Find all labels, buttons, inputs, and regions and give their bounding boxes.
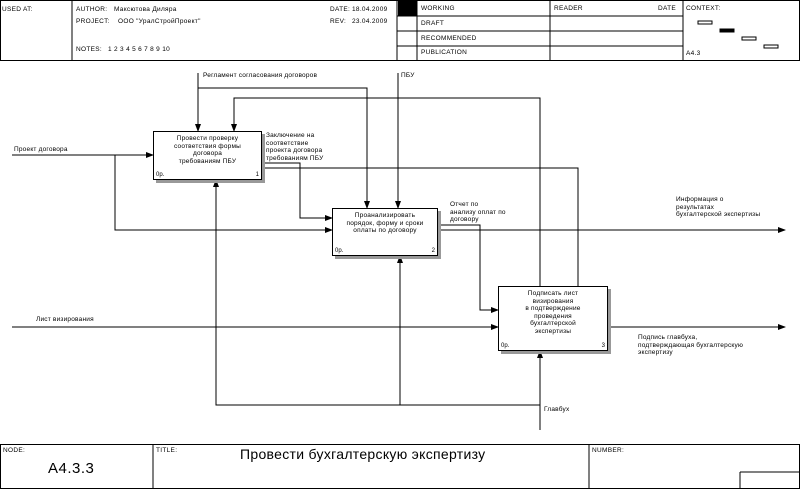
- activity-2-number: 2: [431, 248, 435, 254]
- label-control-2: ПБУ: [401, 72, 415, 79]
- rev-label: REV:: [330, 18, 347, 25]
- label-mechanism: Главбух: [544, 406, 570, 413]
- status-publication: PUBLICATION: [421, 49, 468, 56]
- diagram-title: Провести бухгалтерскую экспертизу: [240, 446, 486, 462]
- reader-label: READER: [554, 5, 583, 12]
- node-value: A4.3.3: [48, 460, 95, 477]
- rev-value: 23.04.2009: [352, 18, 388, 25]
- activity-box-2[interactable]: Проанализировать порядок, форму и сроки …: [332, 208, 438, 256]
- activity-1-number: 1: [255, 172, 259, 178]
- label-output-3: Информация о результатах бухгалтерской э…: [676, 196, 761, 218]
- context-label: CONTEXT:: [686, 5, 721, 12]
- label-control-1: Регламент согласования договоров: [203, 72, 318, 79]
- context-node: A4.3: [686, 50, 701, 57]
- activity-3-cost: 0р.: [501, 343, 510, 349]
- activity-1-label: Провести проверку соответствия формы дог…: [173, 135, 242, 165]
- label-input-1: Проект договора: [14, 146, 68, 153]
- activity-box-3[interactable]: Подписать лист визирования в подтвержден…: [498, 286, 608, 351]
- label-input-2: Лист визирования: [36, 316, 94, 323]
- label-output-2: Отчет по анализу оплат по договору: [450, 201, 506, 223]
- author-label: AUTHOR:: [76, 6, 108, 13]
- status-working: WORKING: [421, 5, 455, 12]
- project-value: ООО "УралСтройПроект": [118, 18, 201, 25]
- activity-box-1[interactable]: Провести проверку соответствия формы дог…: [153, 131, 262, 180]
- status-draft: DRAFT: [421, 20, 445, 27]
- notes-value: 1 2 3 4 5 6 7 8 9 10: [108, 46, 171, 53]
- title-label: TITLE:: [156, 447, 178, 454]
- project-label: PROJECT:: [76, 18, 110, 25]
- reader-date-label: DATE: [658, 5, 677, 12]
- date-label: DATE:: [330, 6, 351, 13]
- activity-1-cost: 0р.: [156, 172, 165, 178]
- activity-3-number: 3: [601, 343, 605, 349]
- notes-label: NOTES:: [76, 46, 102, 53]
- label-output-4: Подпись главбуха, подтверждающая бухгалт…: [638, 334, 744, 356]
- activity-2-label: Проанализировать порядок, форму и сроки …: [346, 212, 424, 234]
- date-value: 18.04.2009: [352, 6, 388, 13]
- node-label: NODE:: [3, 447, 26, 454]
- used-at-label: USED AT:: [2, 6, 33, 13]
- activity-2-cost: 0р.: [335, 248, 344, 254]
- label-output-1: Заключение на соответствие проекта догов…: [266, 132, 324, 162]
- number-label: NUMBER:: [592, 447, 625, 454]
- activity-3-label: Подписать лист визирования в подтвержден…: [525, 290, 581, 335]
- author-value: Максютова Диляра: [114, 6, 177, 13]
- status-recommended: RECOMMENDED: [421, 35, 477, 42]
